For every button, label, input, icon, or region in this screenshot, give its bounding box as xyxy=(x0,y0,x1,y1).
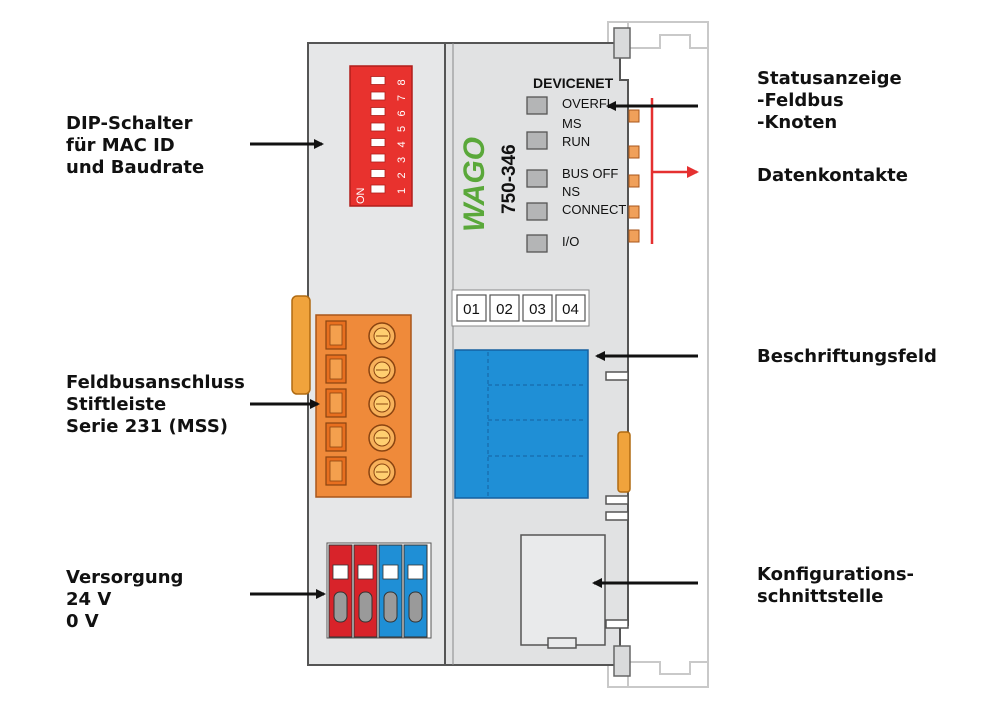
status-led xyxy=(526,169,548,188)
callout-arrows xyxy=(250,101,698,599)
callout-line: 24 V xyxy=(66,589,112,610)
led-label: NS xyxy=(562,184,580,199)
dip-number: 5 xyxy=(396,126,408,132)
callout-line: Konfigurations- xyxy=(757,564,915,585)
led-label: OVERFL xyxy=(562,96,614,111)
marker-strip: 01 02 03 04 xyxy=(451,289,590,327)
callout-dip-switch: DIP-Schalter für MAC ID und Baudrate xyxy=(66,113,204,179)
callout-line: und Baudrate xyxy=(66,157,205,178)
status-led xyxy=(526,202,548,221)
callout-data-contacts: Datenkontakte xyxy=(757,165,908,187)
dip-number: 3 xyxy=(396,157,408,163)
marking-field xyxy=(454,349,589,499)
data-contact xyxy=(628,174,640,188)
dip-lever[interactable] xyxy=(370,169,386,178)
dip-lever[interactable] xyxy=(370,153,386,163)
dip-switch[interactable]: ON 1 2 3 4 5 6 7 8 xyxy=(349,65,413,207)
dip-lever[interactable] xyxy=(370,107,386,116)
status-led xyxy=(526,96,548,115)
data-contact xyxy=(628,109,640,123)
model-number: 750-346 xyxy=(499,144,520,214)
supply-terminal[interactable] xyxy=(403,544,428,638)
callout-line: Versorgung xyxy=(66,567,184,588)
callout-line: DIP-Schalter xyxy=(66,113,193,134)
brand-area: WAGO 750-346 xyxy=(458,137,520,232)
callout-line: Serie 231 (MSS) xyxy=(66,416,229,437)
callout-line: für MAC ID xyxy=(66,135,175,156)
housing-notches xyxy=(605,371,629,629)
led-label: MS xyxy=(562,116,582,131)
configuration-interface[interactable] xyxy=(520,534,606,649)
marker-label: 03 xyxy=(529,301,546,318)
data-contact xyxy=(628,205,640,219)
dip-lever[interactable] xyxy=(370,91,386,101)
callout-line: Datenkontakte xyxy=(757,165,908,186)
dip-number: 7 xyxy=(396,95,408,101)
dip-number: 6 xyxy=(396,110,408,116)
data-contact xyxy=(628,229,640,243)
marker-cell xyxy=(522,294,553,322)
dip-number: 8 xyxy=(396,79,408,85)
supply-terminal[interactable] xyxy=(328,544,353,638)
callout-supply: Versorgung 24 V 0 V xyxy=(66,567,183,633)
callout-config-interface: Konfigurations- schnittstelle xyxy=(757,564,914,608)
dip-lever[interactable] xyxy=(370,122,386,132)
data-contacts-indicator xyxy=(650,98,699,244)
dip-lever[interactable] xyxy=(370,138,386,147)
callout-marking-field: Beschriftungsfeld xyxy=(757,346,937,368)
marker-cell xyxy=(555,294,586,322)
dip-number: 2 xyxy=(396,172,408,178)
protocol-label: DEVICENET xyxy=(533,75,614,91)
marker-label: 04 xyxy=(562,301,579,318)
led-label: I/O xyxy=(562,234,579,249)
release-latch[interactable] xyxy=(291,295,311,395)
callout-line: -Knoten xyxy=(757,112,838,133)
status-led xyxy=(526,131,548,150)
dip-lever[interactable] xyxy=(370,184,386,194)
dip-number: 4 xyxy=(396,141,408,147)
marker-cell xyxy=(456,294,487,322)
callout-line: Statusanzeige xyxy=(757,68,902,89)
marker-label: 02 xyxy=(496,301,513,318)
status-leds: OVERFL MS RUN BUS OFF NS CONNECT I/O xyxy=(526,96,626,253)
callout-fieldbus-connector: Feldbusanschluss Stiftleiste Serie 231 (… xyxy=(66,372,245,438)
supply-terminal[interactable] xyxy=(353,544,378,638)
data-contact xyxy=(628,145,640,159)
callout-line: Feldbusanschluss xyxy=(66,372,245,393)
supply-terminal[interactable] xyxy=(378,544,403,638)
callout-status-display: Statusanzeige -Feldbus -Knoten xyxy=(757,68,902,134)
status-led xyxy=(526,234,548,253)
side-latch[interactable] xyxy=(617,431,631,493)
callout-line: -Feldbus xyxy=(757,90,844,111)
marker-label: 01 xyxy=(463,301,480,318)
data-contacts xyxy=(628,109,640,243)
marker-cell xyxy=(489,294,520,322)
dip-on-label: ON xyxy=(355,187,367,204)
callout-line: schnittstelle xyxy=(757,586,884,607)
brand-logo: WAGO xyxy=(458,137,491,232)
callout-line: Beschriftungsfeld xyxy=(757,346,937,367)
fieldbus-connector[interactable] xyxy=(315,314,412,498)
dip-lever[interactable] xyxy=(370,76,386,85)
led-label: BUS OFF xyxy=(562,166,618,181)
supply-terminals[interactable] xyxy=(326,542,432,639)
dip-number: 1 xyxy=(396,188,408,194)
callout-line: Stiftleiste xyxy=(66,394,167,415)
led-label: CONNECT xyxy=(562,202,626,217)
led-label: RUN xyxy=(562,134,590,149)
callout-line: 0 V xyxy=(66,611,99,632)
